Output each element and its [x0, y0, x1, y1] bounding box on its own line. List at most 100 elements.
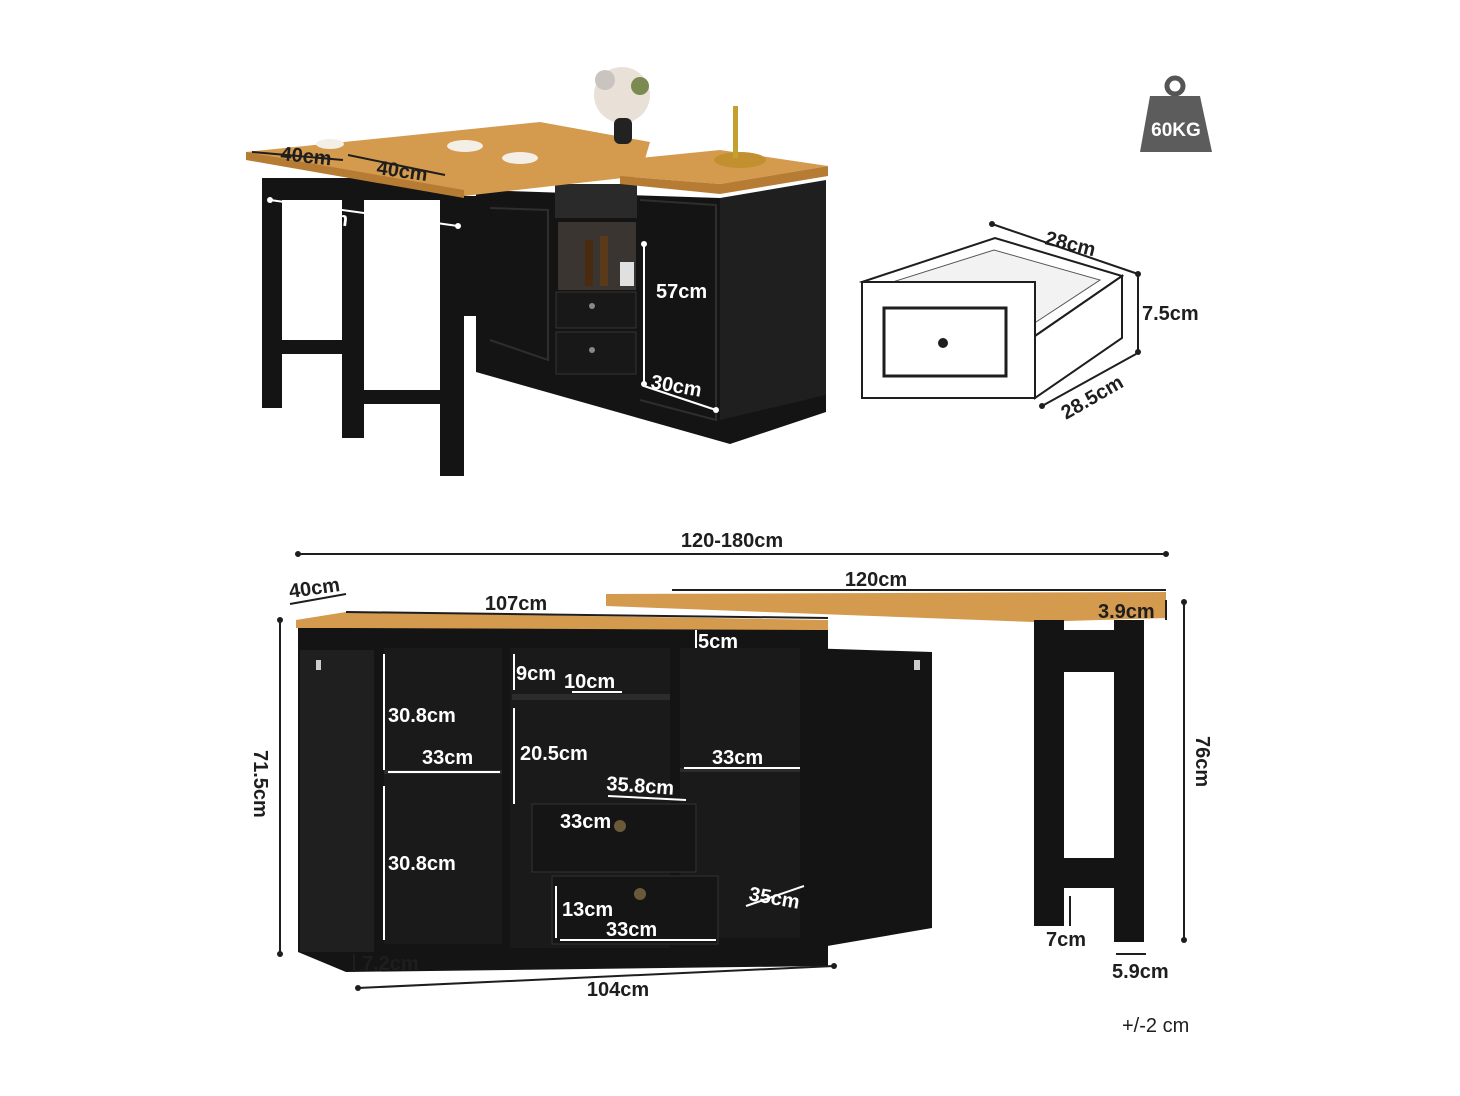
drawer-diagram: 28cm 7.5cm 28.5cm: [858, 221, 1199, 424]
dimension-endpoint: [277, 951, 283, 957]
door-latch: [316, 660, 321, 670]
dimension-line: [991, 223, 1139, 275]
table-stretcher: [1064, 858, 1116, 888]
dimension-line: [289, 593, 347, 605]
drawer-front: [555, 291, 637, 329]
plate: [316, 139, 344, 149]
dimension-endpoint: [641, 241, 647, 247]
dimension-endpoint: [1181, 599, 1187, 605]
dimension-endpoint: [989, 221, 995, 227]
dim-label: 20.5cm: [520, 743, 588, 765]
table-leg: [1114, 620, 1144, 942]
dim-label: 13cm: [562, 899, 613, 921]
dim-label: 35.8cm: [606, 773, 675, 800]
dimension-endpoint: [1135, 349, 1141, 355]
left-compartment: [384, 648, 502, 944]
dim-label: 3.9cm: [1098, 601, 1155, 623]
dimension-endpoint: [277, 617, 283, 623]
dim-label: 33cm: [422, 747, 473, 769]
interior-dimension-lines: [383, 630, 805, 941]
table-leg: [342, 190, 364, 438]
door-panel: [489, 207, 549, 362]
cabinet-base: [476, 355, 826, 444]
dimension-endpoint: [455, 223, 461, 229]
drawer-front: [531, 803, 697, 873]
cabinet-top: [296, 612, 828, 630]
jar: [620, 262, 634, 286]
dim-label: 71.5cm: [249, 750, 271, 818]
cabinet-top: [620, 150, 828, 184]
dim-label: 33cm: [606, 919, 657, 941]
dimension-endpoint: [1181, 937, 1187, 943]
vase: [614, 118, 632, 144]
table-stretcher: [282, 340, 344, 354]
dimension-line: [347, 154, 446, 176]
tolerance-note: +/-2 cm: [1122, 1015, 1189, 1037]
dim-label: 7.2cm: [362, 953, 419, 975]
dim-label: 107cm: [485, 593, 547, 615]
plate: [447, 140, 483, 152]
drawer-front: [551, 875, 719, 945]
door-panel: [639, 199, 717, 422]
wine-rack: [555, 184, 637, 218]
tray: [714, 152, 766, 168]
dim-label: 30.8cm: [388, 853, 456, 875]
drawer-knob: [634, 888, 646, 900]
dimension-endpoint: [355, 985, 361, 991]
dimension-endpoint: [713, 407, 719, 413]
extension-top: [246, 122, 650, 196]
dim-label: 7.5cm: [1142, 303, 1199, 325]
weight-icon: 60KG: [1140, 75, 1212, 152]
dim-label: 120cm: [845, 569, 907, 591]
table-leg: [262, 180, 282, 408]
cabinet-top-edge: [620, 166, 828, 194]
dim-label: 104cm: [587, 979, 649, 1001]
dim-label: 57cm: [656, 281, 707, 303]
dim-label: 5cm: [698, 631, 738, 653]
dim-label: 40cm: [279, 143, 332, 170]
drawer-knob: [614, 820, 626, 832]
dimension-line: [643, 385, 717, 411]
dimension-endpoint: [267, 197, 273, 203]
drawer-knob: [938, 338, 948, 348]
open-left-door: [300, 650, 374, 952]
dimension-endpoint: [641, 381, 647, 387]
dim-label: 30.8cm: [388, 705, 456, 727]
dimension-endpoint: [1163, 551, 1169, 557]
dim-label: 40cm: [288, 574, 342, 603]
shelf: [512, 694, 670, 700]
dim-label: 76cm: [1191, 736, 1213, 787]
dimension-endpoint: [295, 551, 301, 557]
dim-label: 33cm: [560, 811, 611, 833]
drawer-panel: [882, 306, 1008, 378]
dim-label: 5.9cm: [1112, 961, 1169, 983]
extension-top: [606, 592, 1166, 622]
cabinet-end: [720, 180, 826, 440]
weight-label: 60KG: [1151, 120, 1201, 141]
drawer-knob: [589, 303, 595, 309]
dimension-line: [357, 965, 835, 989]
door-latch: [914, 660, 920, 670]
dim-label: 120-180cm: [681, 530, 783, 552]
dim-label: 7cm: [1046, 929, 1086, 951]
flower: [595, 70, 615, 90]
table-stretcher: [364, 390, 442, 404]
dimension-line: [251, 151, 344, 161]
drawer-knob: [589, 347, 595, 353]
dimension-line: [1041, 353, 1137, 407]
open-right-door: [804, 648, 932, 950]
shelf: [680, 768, 800, 772]
plate: [502, 152, 538, 164]
bottle: [733, 106, 738, 158]
dim-label: 28.5cm: [1058, 371, 1128, 424]
dimension-endpoint: [1135, 271, 1141, 277]
drawer-front: [555, 331, 637, 375]
dimension-line: [269, 199, 459, 227]
bottle: [600, 236, 608, 286]
dim-label: 10cm: [564, 671, 615, 693]
dimension-endpoint: [831, 963, 837, 969]
dim-label: 33cm: [712, 747, 763, 769]
island-front-view: 120-180cm 40cm 107cm 120cm 3.9cm 5cm 9cm…: [249, 530, 1213, 1037]
island-perspective-view: 40cm 40cm 79.5cm 57cm 30cm: [246, 67, 828, 476]
